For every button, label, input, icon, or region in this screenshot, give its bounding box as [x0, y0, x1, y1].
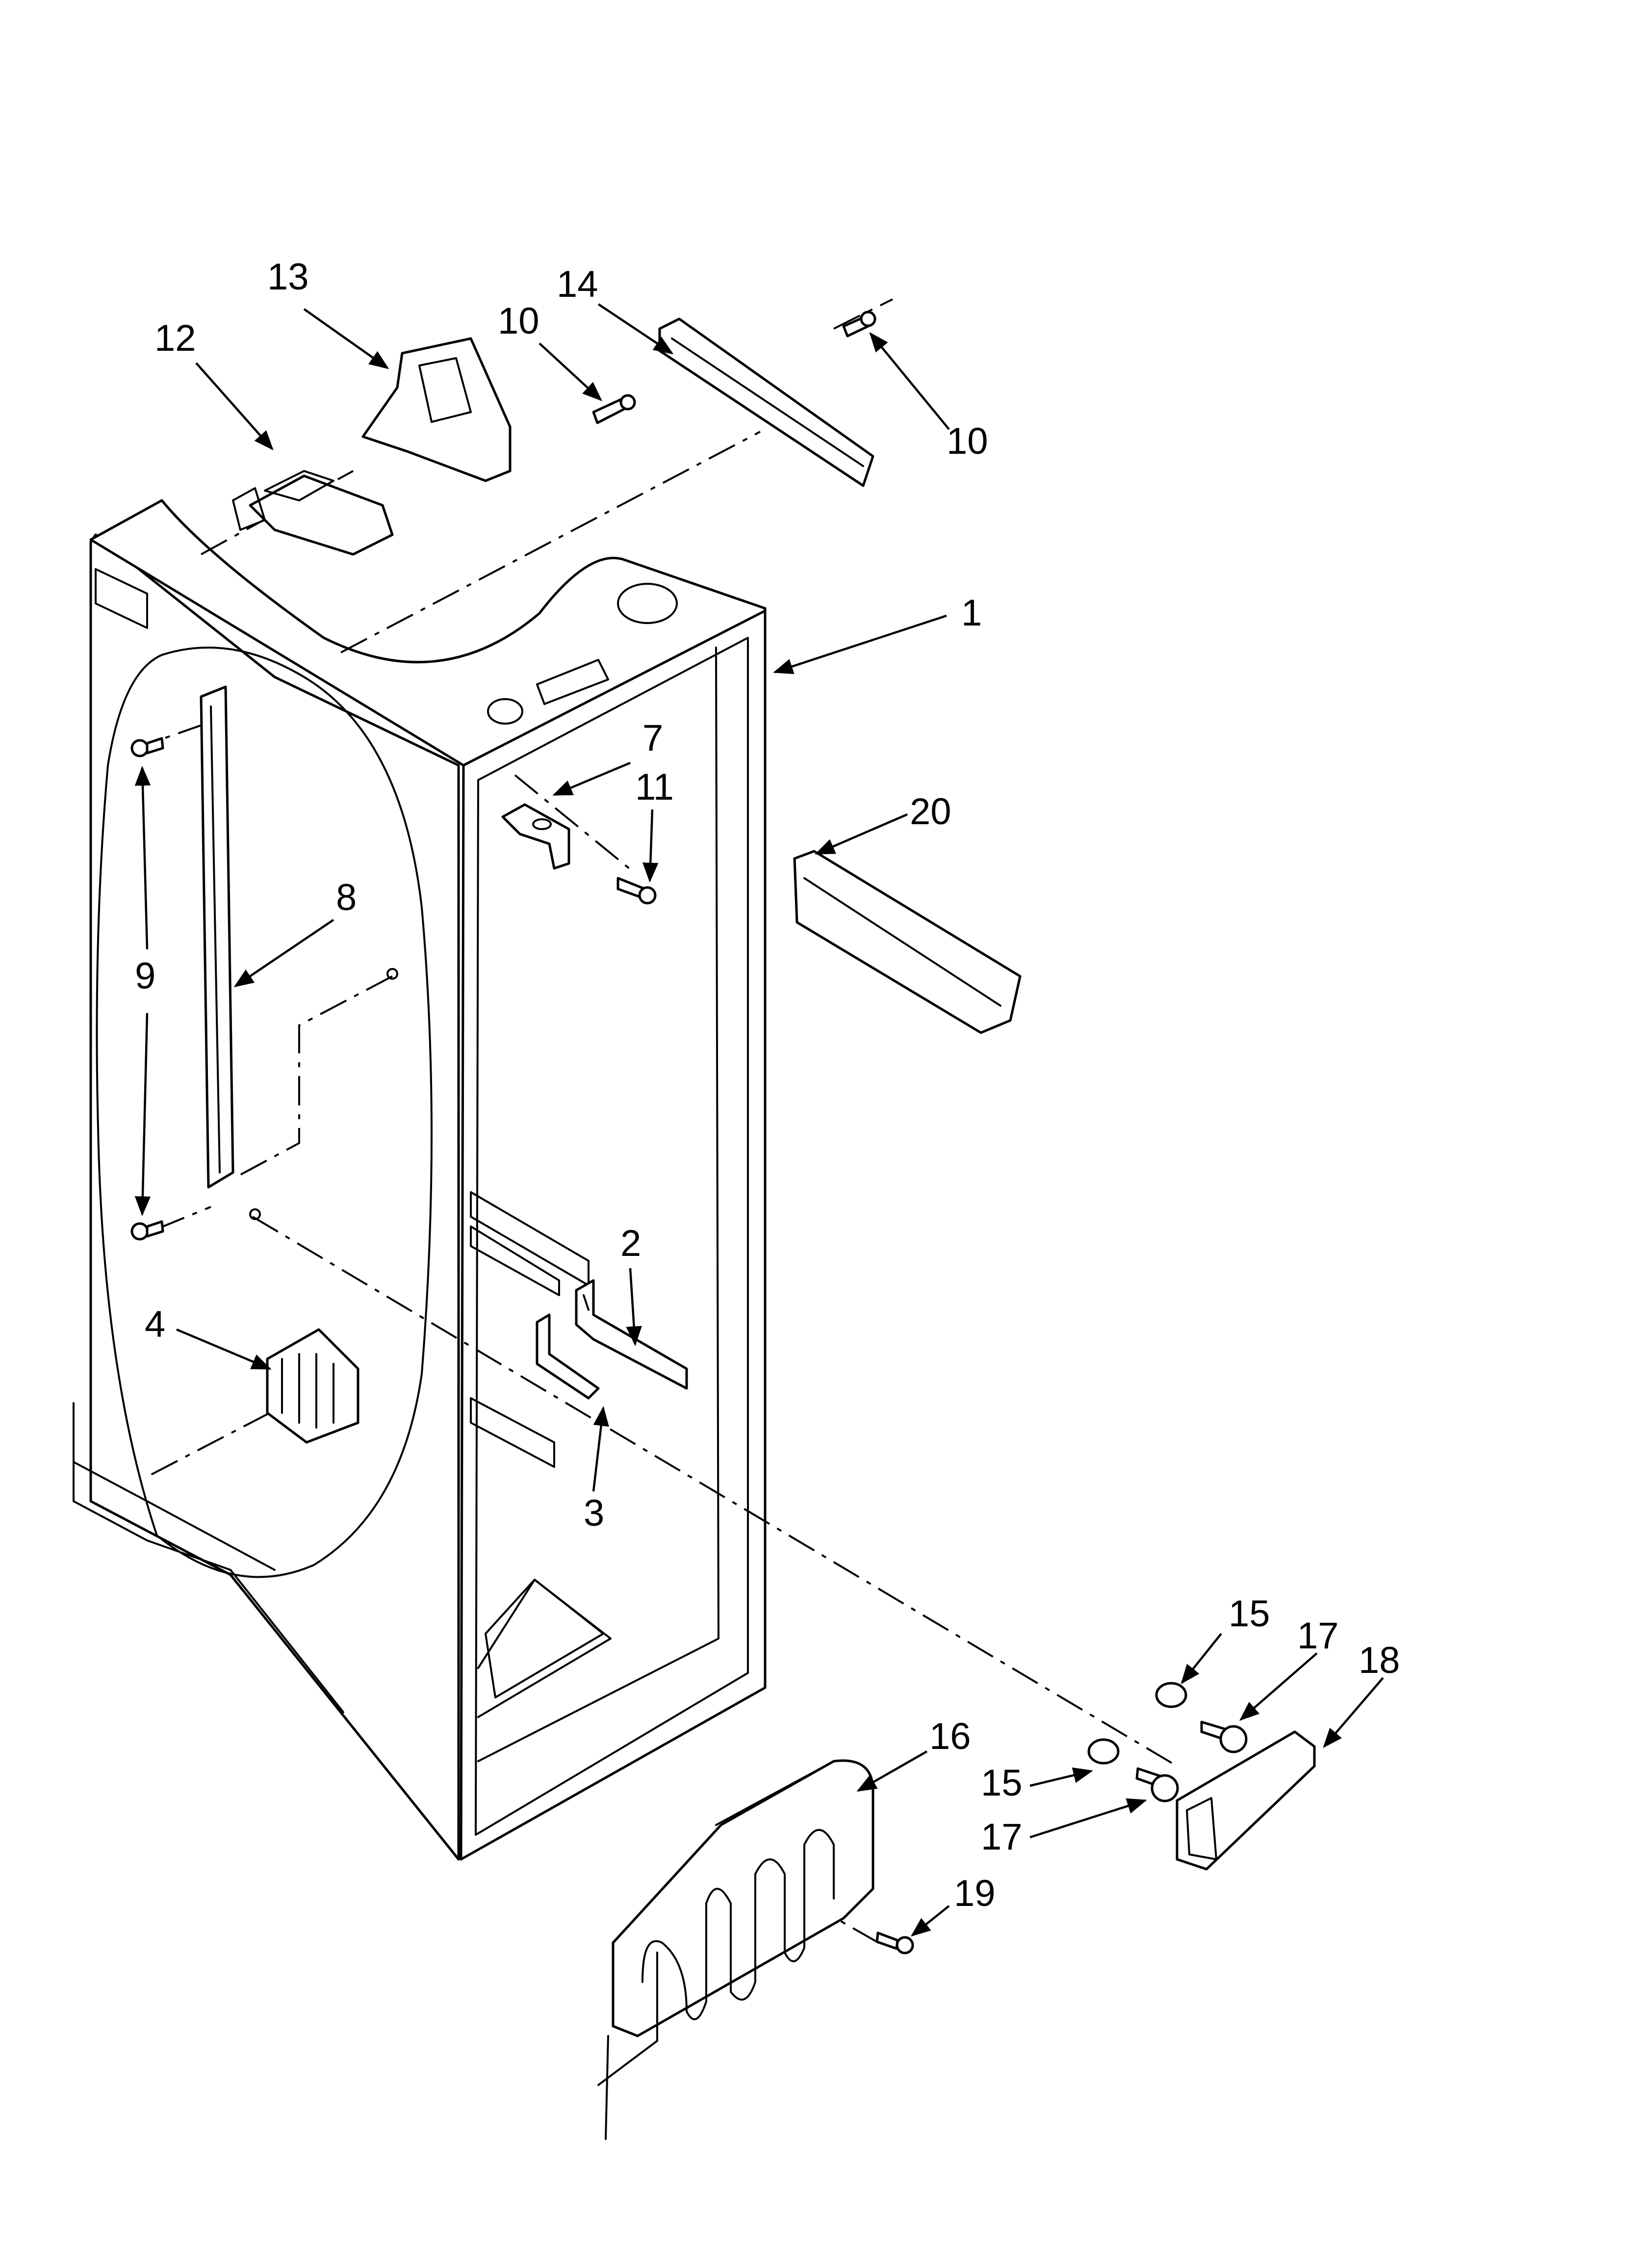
callout-labels: 13 12 10 14 10 1 7 11 20 8 9 4 2 3 15 17… — [135, 256, 1400, 1914]
callout-15-upper: 15 — [1229, 1593, 1270, 1635]
screw-top-left — [592, 394, 636, 424]
callout-3: 3 — [584, 1492, 604, 1534]
screw-9-upper — [130, 737, 164, 757]
callout-14: 14 — [557, 263, 598, 305]
callout-13: 13 — [267, 256, 309, 298]
evaporator-coil — [597, 1759, 874, 2140]
vertical-rail — [200, 685, 234, 1189]
trim-20 — [793, 850, 1022, 1034]
control-housing — [232, 470, 394, 556]
callout-11: 11 — [635, 766, 674, 808]
screw-top-right — [842, 311, 876, 338]
clip — [501, 803, 570, 870]
callout-8: 8 — [336, 877, 357, 918]
leader-lines — [134, 303, 1384, 1937]
callout-10-top: 10 — [498, 300, 539, 342]
callout-15-lower: 15 — [981, 1762, 1023, 1804]
callout-9: 9 — [135, 955, 155, 997]
callout-18: 18 — [1359, 1640, 1400, 1681]
callout-10-right: 10 — [947, 420, 988, 462]
callout-17-upper: 17 — [1297, 1615, 1339, 1657]
screw-19 — [875, 1931, 914, 1955]
grille — [266, 1328, 359, 1444]
pin-17-lower — [1135, 1767, 1179, 1802]
fan-housing — [1176, 1730, 1316, 1871]
callout-1: 1 — [961, 592, 982, 634]
pin-17-upper — [1200, 1721, 1248, 1753]
callout-12: 12 — [154, 317, 196, 359]
grommet-15-upper — [1155, 1682, 1187, 1708]
callout-19: 19 — [954, 1873, 996, 1914]
top-channel — [658, 317, 874, 487]
mounting-bracket — [361, 337, 512, 482]
bracket-2 — [575, 1279, 688, 1390]
screw-11 — [616, 877, 657, 905]
callout-2: 2 — [620, 1223, 641, 1264]
callout-4: 4 — [145, 1303, 165, 1345]
bracket-3 — [536, 1313, 600, 1400]
grommet-15-lower — [1087, 1738, 1120, 1765]
callout-16: 16 — [929, 1716, 971, 1757]
screw-9-lower — [130, 1220, 164, 1241]
callout-7: 7 — [642, 717, 663, 759]
callout-20: 20 — [910, 791, 951, 833]
callout-17-lower: 17 — [981, 1816, 1023, 1858]
refrigerator-liner — [73, 499, 767, 1861]
